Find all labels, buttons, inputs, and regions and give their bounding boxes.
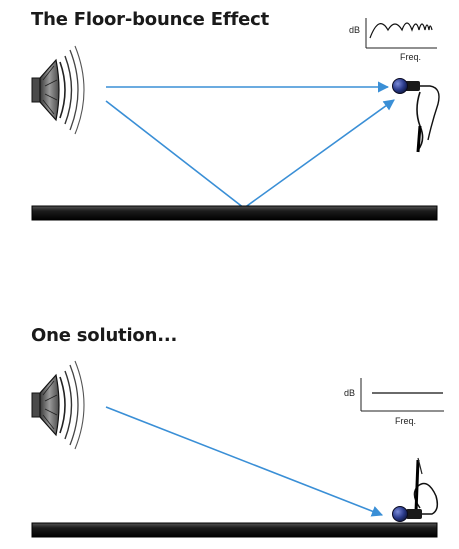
- graph-x-label: Freq.: [400, 52, 421, 62]
- frequency-response-graph: dB Freq.: [344, 378, 444, 426]
- comb-filter-curve: [369, 22, 433, 39]
- graph-x-label: Freq.: [395, 416, 416, 426]
- panel-title-floor-bounce: The Floor-bounce Effect: [31, 9, 269, 30]
- frequency-response-graph: dB Freq.: [349, 18, 437, 62]
- speaker-icon: [31, 360, 85, 450]
- microphone-icon: [392, 78, 440, 153]
- panel-title-solution: One solution...: [31, 325, 178, 346]
- speaker-icon: [31, 45, 85, 135]
- direct-sound-ray: [105, 406, 384, 517]
- microphone-icon: [392, 457, 439, 522]
- floor: [31, 522, 438, 538]
- floor: [31, 205, 438, 221]
- reflected-sound-ray: [105, 99, 395, 209]
- graph-y-label: dB: [344, 388, 355, 398]
- graph-y-label: dB: [349, 25, 360, 35]
